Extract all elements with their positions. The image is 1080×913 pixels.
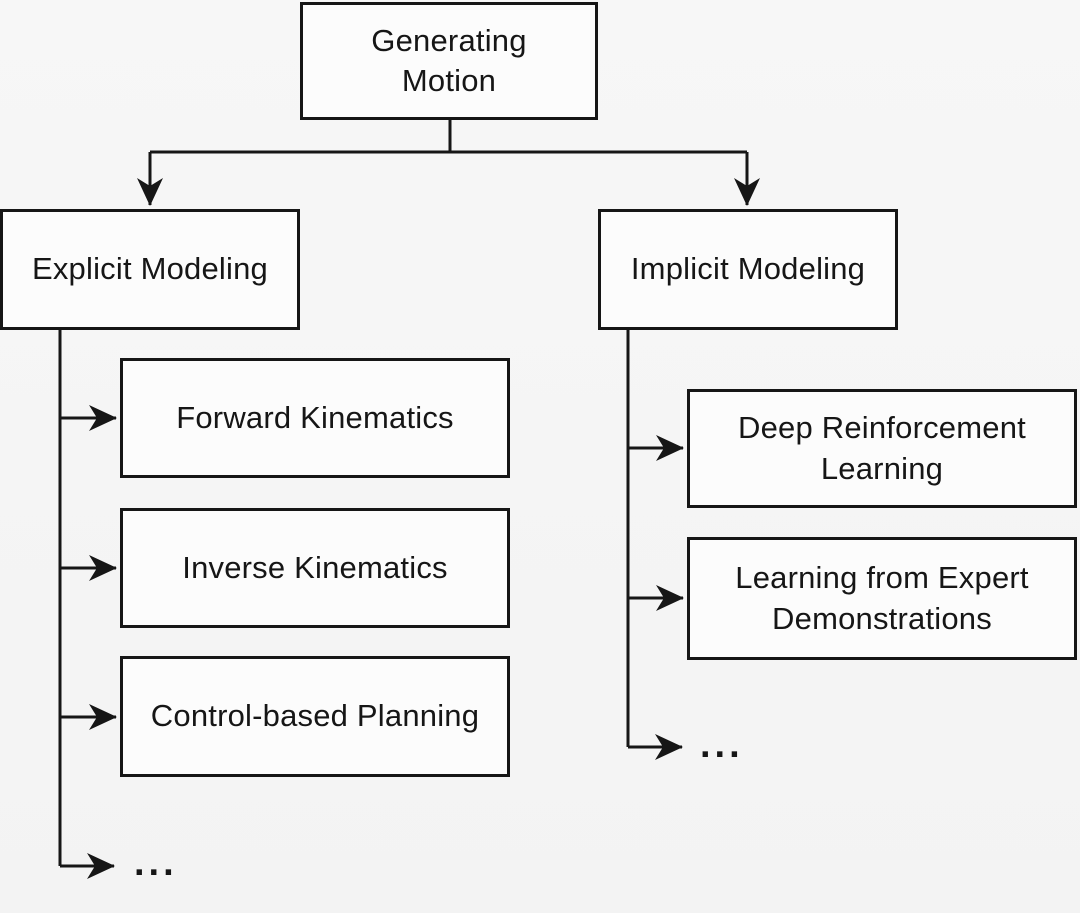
node-generating-motion-label: Generating Motion (371, 22, 527, 98)
implicit-ellipsis-label: ... (700, 724, 744, 766)
node-implicit-modeling-label: Implicit Modeling (630, 251, 866, 287)
node-forward-kinematics: Forward Kinematics (120, 358, 510, 478)
node-deep-reinforcement-learning: Deep Reinforcement Learning (687, 389, 1077, 508)
node-control-based-planning-label: Control-based Planning (150, 698, 480, 734)
node-control-based-planning: Control-based Planning (120, 656, 510, 777)
node-explicit-modeling: Explicit Modeling (0, 209, 300, 330)
node-explicit-modeling-label: Explicit Modeling (31, 251, 268, 287)
node-generating-motion: Generating Motion (300, 2, 598, 120)
node-inverse-kinematics: Inverse Kinematics (120, 508, 510, 628)
node-forward-kinematics-label: Forward Kinematics (176, 399, 454, 435)
node-learning-from-expert-demonstrations-label: Learning from Expert Demonstrations (735, 560, 1029, 636)
node-deep-reinforcement-learning-label: Deep Reinforcement Learning (738, 410, 1026, 486)
explicit-ellipsis-label: ... (134, 842, 178, 884)
node-learning-from-expert-demonstrations: Learning from Expert Demonstrations (687, 537, 1077, 660)
node-inverse-kinematics-label: Inverse Kinematics (182, 549, 448, 585)
node-implicit-modeling: Implicit Modeling (598, 209, 898, 330)
